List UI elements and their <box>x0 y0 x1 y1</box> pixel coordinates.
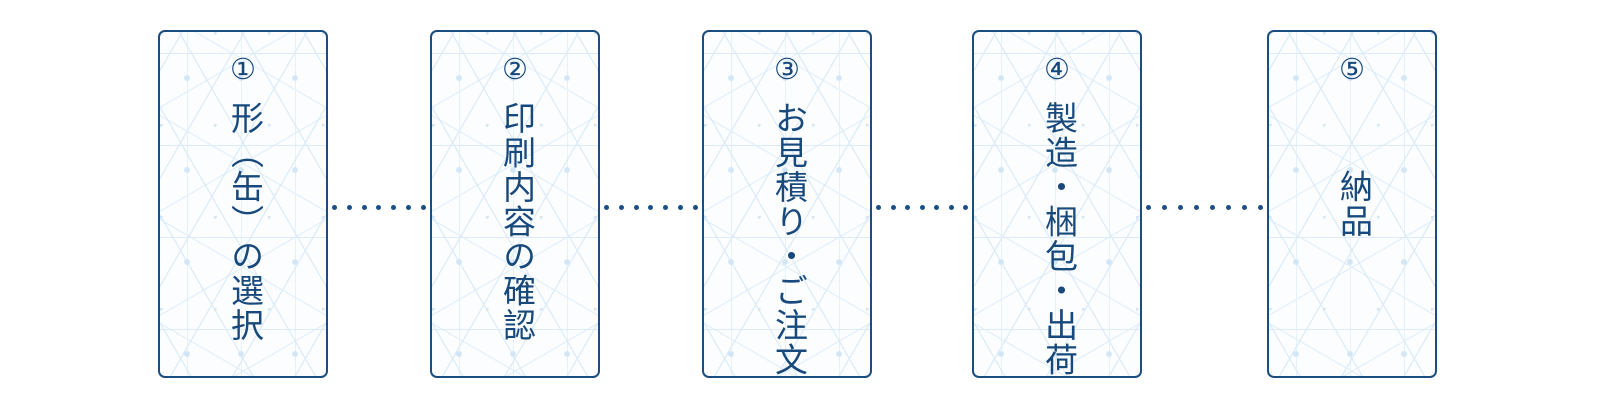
connector-dot <box>1194 204 1199 210</box>
step-card-1: ① 形（缶）の選択 <box>158 30 328 378</box>
connector-dot <box>633 204 639 210</box>
step-card-4: ④ 製造・梱包・出荷 <box>972 30 1142 378</box>
connector-dot <box>1242 204 1247 210</box>
step-number-badge: ④ <box>1044 54 1070 86</box>
connector-dot <box>332 204 337 210</box>
step-card-content: ⑤ 納品 <box>1269 32 1435 376</box>
connector-dots-3 <box>876 204 968 210</box>
step-number-badge: ① <box>230 54 256 86</box>
connector-dot <box>890 204 896 210</box>
connector-dot <box>919 204 925 210</box>
connector-dot <box>1162 204 1167 210</box>
connector-dot <box>406 204 412 210</box>
step-card-content: ① 形（缶）の選択 <box>160 32 326 376</box>
connector-dot <box>346 204 352 210</box>
connector-dot <box>1210 204 1215 210</box>
step-number-badge: ② <box>502 54 528 86</box>
step-label: お見積り・ご注文 <box>769 101 806 377</box>
step-number-badge: ⑤ <box>1339 54 1365 86</box>
step-card-content: ④ 製造・梱包・出荷 <box>974 32 1140 377</box>
connector-dot <box>678 204 684 210</box>
connector-dot <box>420 204 426 210</box>
step-card-3: ③ お見積り・ご注文 <box>702 30 872 378</box>
connector-dot <box>963 204 968 210</box>
connector-dot <box>648 204 654 210</box>
step-card-2: ② 印刷内容の確認 <box>430 30 600 378</box>
connector-dot <box>604 204 609 210</box>
connector-dots-4 <box>1146 204 1263 210</box>
step-card-content: ③ お見積り・ご注文 <box>704 32 870 377</box>
step-number-badge: ③ <box>774 54 800 86</box>
connector-dot <box>905 204 910 210</box>
connector-dot <box>376 204 382 210</box>
connector-dot <box>618 204 624 210</box>
connector-dot <box>934 204 939 210</box>
connector-dot <box>663 204 669 210</box>
connector-dot <box>876 204 881 210</box>
connector-dot <box>391 204 397 210</box>
connector-dot <box>361 204 367 210</box>
connector-dot <box>1146 204 1151 210</box>
connector-dots-1 <box>332 204 426 210</box>
step-label: 納品 <box>1334 169 1371 239</box>
step-label: 印刷内容の確認 <box>497 101 534 343</box>
connector-dot <box>1226 204 1231 210</box>
step-label: 形（缶）の選択 <box>225 101 262 343</box>
connector-dot <box>1178 204 1183 210</box>
step-card-content: ② 印刷内容の確認 <box>432 32 598 376</box>
connector-dot <box>1258 204 1263 210</box>
connector-dot <box>948 204 954 210</box>
connector-dot <box>692 204 698 210</box>
connector-dots-2 <box>604 204 698 210</box>
step-label: 製造・梱包・出荷 <box>1039 101 1076 377</box>
step-card-5: ⑤ 納品 <box>1267 30 1437 378</box>
